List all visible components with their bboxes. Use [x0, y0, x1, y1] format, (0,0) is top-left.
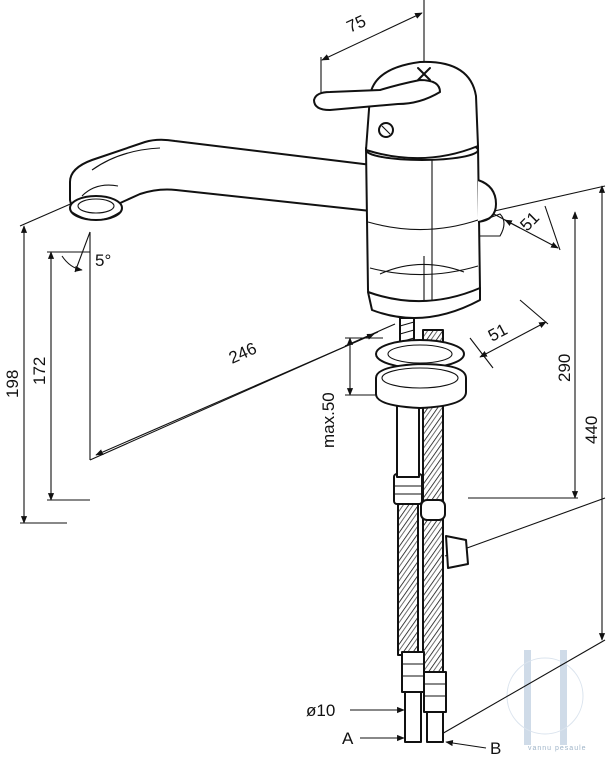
dim-base-depth-lower: 51	[485, 320, 511, 346]
spout	[69, 138, 411, 221]
extension-lines	[19, 0, 606, 736]
aerator	[69, 195, 123, 221]
body-cylinder	[365, 145, 481, 309]
watermark-circle	[506, 657, 584, 735]
copper-tube	[396, 404, 420, 478]
base-plate	[367, 287, 481, 319]
watermark-bar	[560, 650, 567, 745]
dimension-arrows	[20, 12, 606, 641]
side-nut	[445, 535, 469, 569]
dim-handle-width: 75	[344, 11, 369, 36]
dim-height-total-right: 440	[582, 416, 601, 444]
dim-max-counter-thickness: max.50	[319, 392, 338, 448]
hose-front	[397, 499, 419, 656]
dim-height-spout: 172	[30, 357, 49, 385]
label-connection-b: B	[490, 739, 501, 758]
watermark-text: vannu pesaule	[528, 745, 587, 752]
supply-hoses	[393, 317, 469, 743]
dim-hose-diameter: ø10	[306, 701, 335, 720]
body-rear-bump	[477, 179, 497, 223]
end-pipe-a	[404, 691, 422, 743]
faucet-body	[365, 139, 505, 319]
hose-fitting-front	[393, 473, 423, 505]
watermark: vannu pesaule	[506, 650, 587, 752]
dim-height-total-left: 198	[3, 370, 22, 398]
washer-lower	[375, 363, 467, 409]
handle-lever	[313, 79, 441, 111]
dim-base-depth-upper: 51	[516, 208, 543, 235]
dim-spout-reach: 246	[226, 339, 260, 368]
watermark-bar	[524, 650, 531, 745]
dimension-labels: 75 5° 198 172 246 51 51 max.50 290 440	[3, 11, 601, 448]
end-fitting-a	[401, 651, 425, 693]
mounting-hardware	[375, 339, 467, 409]
hose-fitting-back	[420, 499, 446, 521]
dim-height-body: 290	[555, 354, 574, 382]
dim-spout-tilt: 5°	[95, 251, 111, 270]
end-fitting-b	[423, 671, 447, 713]
leader-labels: ø10 A B	[306, 701, 501, 758]
lever-handle	[313, 60, 479, 160]
end-pipe-b	[426, 711, 444, 743]
label-connection-a: A	[342, 729, 354, 748]
